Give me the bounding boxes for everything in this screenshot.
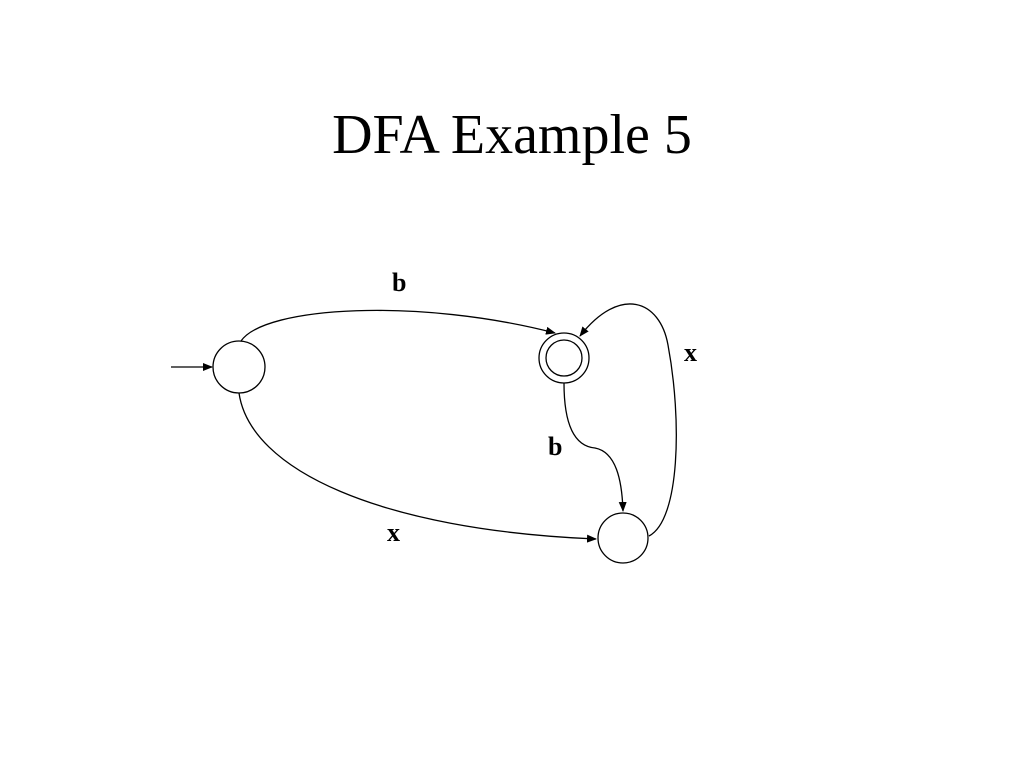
edge-label-q1-q2: b (548, 432, 562, 461)
slide-title: DFA Example 5 (332, 104, 692, 166)
state-q0 (212, 340, 266, 394)
edge-label-q0-q1: b (392, 268, 406, 297)
state-q2 (597, 512, 649, 564)
edge-q0-q1 (240, 309, 556, 342)
edge-q2-q1 (579, 303, 677, 537)
edge-q0-q2 (238, 392, 597, 543)
state-q1-inner (545, 339, 583, 377)
edge-label-q2-q1: x (684, 338, 697, 367)
edge-label-q0-q2: x (387, 518, 400, 547)
edge-q1-q2 (563, 382, 627, 512)
